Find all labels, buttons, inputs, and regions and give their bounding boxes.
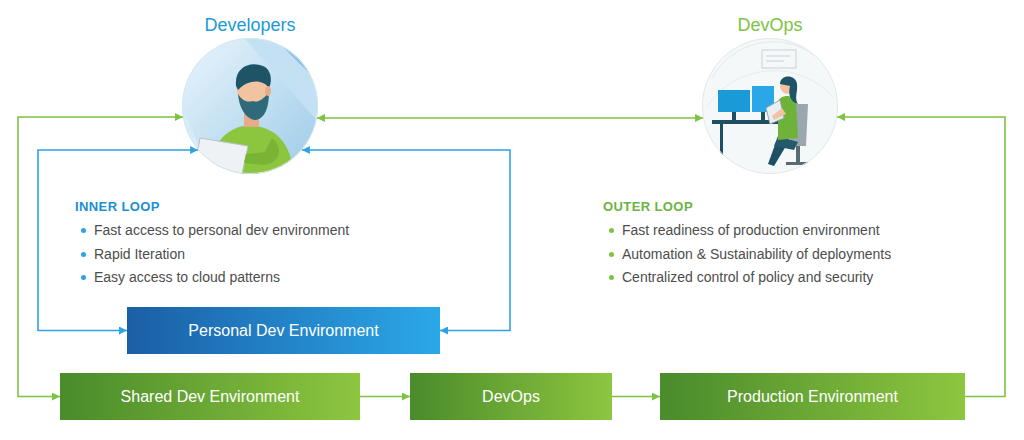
- bullet-dot: [609, 228, 614, 233]
- bullet-dot: [81, 275, 86, 280]
- bullet-dot: [609, 252, 614, 257]
- bullet-dot: [81, 228, 86, 233]
- box-label: Shared Dev Environment: [121, 387, 300, 407]
- process-box: Shared Dev Environment: [60, 373, 360, 420]
- bullet-dot: [609, 275, 614, 280]
- bullet-text: Centralized control of policy and securi…: [622, 268, 873, 286]
- loop-connector: [317, 117, 703, 119]
- persona-circle: Developers: [182, 12, 318, 174]
- bullet-text: Fast access to personal dev environment: [94, 221, 349, 239]
- bullet-text: Easy access to cloud patterns: [94, 268, 280, 286]
- loop-heading: INNER LOOP: [75, 198, 160, 216]
- persona-heading: DevOps: [702, 12, 838, 38]
- box-label: DevOps: [482, 387, 540, 407]
- process-box: Production Environment: [660, 373, 965, 420]
- process-box: DevOps: [410, 373, 612, 420]
- circle-outline-ring: [183, 39, 318, 174]
- bullet-dot: [81, 252, 86, 257]
- process-box: Personal Dev Environment: [127, 307, 440, 354]
- loop-connector: [38, 150, 198, 331]
- persona-circle: DevOps: [702, 12, 838, 174]
- persona-heading: Developers: [182, 12, 318, 38]
- loop-connector: [612, 396, 660, 398]
- bullet-text: Automation & Sustainability of deploymen…: [622, 245, 891, 263]
- circle-outline-ring: [703, 39, 838, 174]
- circle-outline: [702, 38, 838, 174]
- bullet-text: Fast readiness of production environment: [622, 221, 880, 239]
- bullet-text: Rapid Iteration: [94, 245, 185, 263]
- circle-outline: [182, 38, 318, 174]
- loop-connector: [302, 150, 510, 331]
- loop-heading: OUTER LOOP: [603, 198, 693, 216]
- box-label: Production Environment: [727, 387, 898, 407]
- box-label: Personal Dev Environment: [188, 321, 378, 341]
- loop-connector: [360, 396, 410, 398]
